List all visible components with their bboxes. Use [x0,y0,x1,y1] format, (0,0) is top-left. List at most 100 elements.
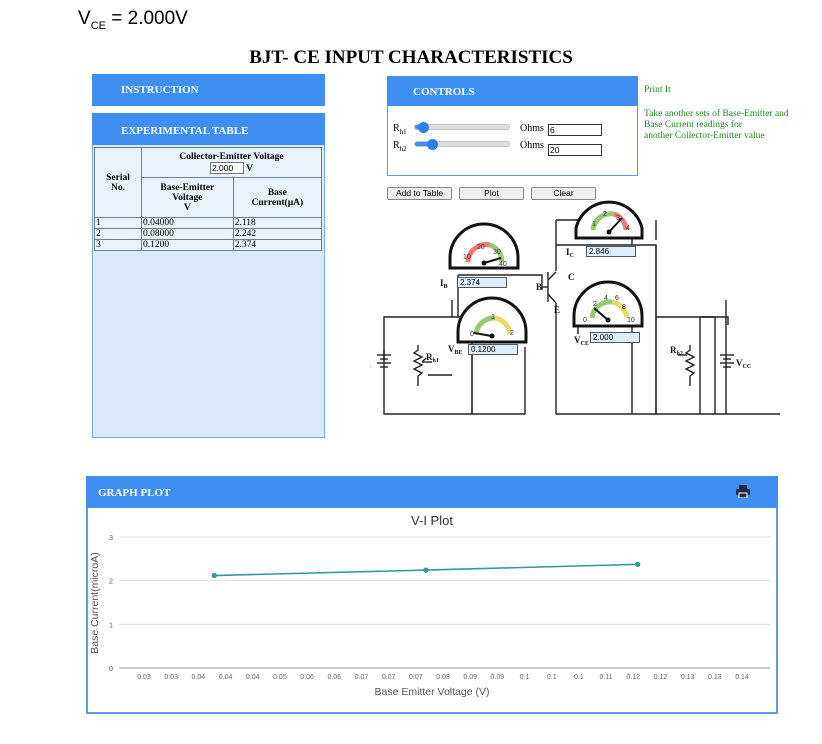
chart-x-tick-label: 0.04 [246,674,260,681]
chart-x-tick-label: 0.07 [409,674,423,681]
chart-x-tick-label: 0.12 [626,674,640,681]
table-cell-vbe: 0.08000 [141,228,234,240]
chart-x-tick-label: 0.07 [355,674,369,681]
meter-tick-label: 30 [493,249,501,256]
chart-x-tick-label: 0.09 [491,674,505,681]
ic-label: IC [566,247,574,259]
chart-x-tick-label: 0.14 [735,674,749,681]
table-cell-ib: 2.118 [232,217,323,229]
rh1-input[interactable] [548,124,602,136]
rh1-unit: Ohms [520,123,544,134]
ic-value-display: 2.846 [586,246,636,257]
vce-value-display: 2.000 [590,332,640,343]
vbe-label: VBE [448,344,463,356]
clear-button[interactable]: Clear [531,187,596,200]
meter-tick-label: 0 [470,331,474,338]
meter-tick-label: 4 [626,225,630,232]
chart-x-tick-label: 0.1 [520,674,530,681]
chart-title: V-I Plot [411,513,453,528]
rh1-circuit-label: Rh1 [426,352,439,364]
table-cell-serial: 2 [94,228,142,240]
vcc-label: VCC [736,358,751,370]
meter-tick-label: 40 [499,261,507,268]
rh2-slider-handle[interactable] [427,139,439,150]
meter-tick-label: 0 [583,317,587,324]
vbe-value-display: 0.1200 [468,344,518,355]
chart-x-tick-label: 0.1 [547,674,557,681]
plot-button[interactable]: Plot [459,187,524,200]
chart-x-tick-label: 0.12 [654,674,668,681]
chart-x-tick-label: 0.06 [300,674,314,681]
graph-plot-panel [86,508,778,714]
chart-x-axis-label: Base Emitter Voltage (V) [375,686,490,698]
table-cell-serial: 1 [94,217,142,229]
chart-grid [119,536,770,669]
table-cell-vbe: 0.04000 [141,217,234,229]
chart-x-tick-label: 0.03 [164,674,178,681]
rh2-resistor-icon [678,345,696,386]
vcc-battery-icon [720,354,734,368]
chart-x-tick-label: 0.08 [436,674,450,681]
chart-x-tick-label: 0.09 [463,674,477,681]
chart-data-point [423,567,429,573]
vce-label: VCE [574,335,589,347]
meter-tick-label: 2 [603,211,607,218]
vce-input[interactable] [209,161,244,174]
chart-x-tick-label: 0.03 [137,674,151,681]
meter-tick-labels: 10 20 30 40 1 2 3 4 0 1 2 0 2 4 6 8 10 [463,211,635,338]
terminal-b-label: B [536,282,542,292]
rh2-slider-fill [415,142,436,146]
vbe-meter-icon [456,296,528,344]
chart-x-tick-label: 0.1 [574,674,584,681]
rh2-label: Rh2 [393,140,407,153]
rh1-label: Rh1 [393,123,407,136]
instruction-button[interactable]: INSTRUCTION [92,74,325,106]
printer-icon[interactable] [736,485,750,498]
chart-y-tick-label: 1 [109,620,113,629]
rh2-input[interactable] [548,144,602,156]
print-it-link[interactable]: Print It [644,85,671,95]
chart-x-tick-label: 0.11 [600,674,613,681]
chart-x-tick-label: 0.04 [219,674,233,681]
table-cell-serial: 3 [94,239,142,251]
chart-x-tick-label: 0.13 [708,674,722,681]
instruction-note: Take another sets of Base-Emitter and Ba… [644,109,789,141]
vi-plot-chart: V-I Plot Base Emitter Voltage (V) Base C… [89,513,770,698]
meter-tick-label: 10 [627,317,635,324]
transistor-icon [542,271,557,304]
chart-series [211,561,641,579]
rh2-slider[interactable] [414,139,510,150]
table-cell-vbe: 0.1200 [141,239,234,251]
meter-tick-label: 4 [604,295,608,302]
table-row: 2 0.08000 2.242 [94,228,323,240]
rh2-unit: Ohms [520,140,544,151]
meter-tick-label: 20 [477,244,485,251]
chart-x-tick-label: 0.06 [327,674,341,681]
meter-tick-label: 2 [593,301,597,308]
chart-y-tick-label: 0 [109,664,113,673]
rh1-slider-handle[interactable] [417,122,429,133]
ib-value-display: 2.374 [457,277,507,288]
meter-tick-label: 1 [592,221,596,228]
ib-meter-icon [448,222,520,270]
chart-x-tick-label: 0.05 [273,674,287,681]
page-title: BJT- CE INPUT CHARACTERISTICS [249,47,573,68]
circuit-diagram: 10 20 30 40 1 2 3 4 0 1 2 0 2 4 6 8 10 I… [370,200,780,415]
chart-data-point [211,572,217,579]
meter-tick-label: 1 [491,314,495,321]
rh2-circuit-label: Rh2 [670,345,683,357]
rh1-slider[interactable] [414,122,510,133]
add-to-table-button[interactable]: Add to Table [387,187,452,200]
experimental-table-button[interactable]: EXPERIMENTAL TABLE [92,113,325,145]
meter-tick-label: 6 [615,295,619,302]
vbb-battery-icon [377,354,391,368]
chart-y-axis-label: Base Current(microA) [89,552,101,654]
meter-tick-label: 8 [622,304,626,311]
terminal-e-label: E [554,305,560,315]
table-cell-ib: 2.374 [232,239,323,251]
vce-caption: VCE = 2.000V [78,8,188,32]
